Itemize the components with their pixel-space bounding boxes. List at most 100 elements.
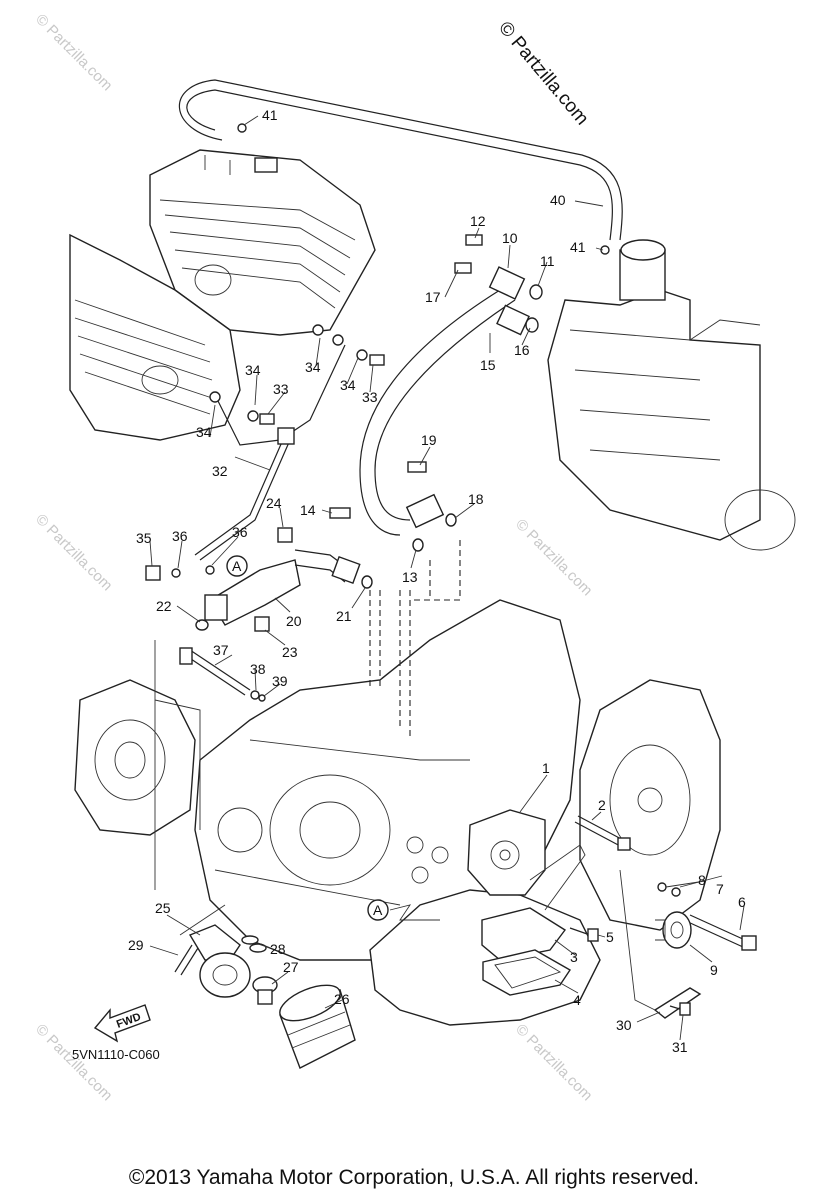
washer-36b (205, 565, 215, 575)
ref-marker-a-bottom: A (367, 899, 389, 921)
callout-34c: 34 (245, 362, 261, 378)
washer-36a (171, 568, 181, 578)
callout-3: 3 (570, 949, 578, 965)
callout-24: 24 (266, 495, 282, 511)
callout-13: 13 (402, 569, 418, 585)
callout-18: 18 (468, 491, 484, 507)
washer-34a (312, 324, 324, 336)
bolt-12 (465, 234, 483, 246)
callout-34d: 34 (196, 424, 212, 440)
plate-30 (653, 987, 702, 1019)
o-ring-11 (529, 284, 543, 300)
ref-marker-a-bottom-label: A (373, 902, 383, 918)
callout-33a: 33 (362, 389, 378, 405)
callout-17: 17 (425, 289, 441, 305)
callout-20: 20 (286, 613, 302, 629)
watermark-1: © Partzilla.com (32, 11, 115, 94)
diagram-code: 5VN1110-C060 (72, 1047, 160, 1062)
o-ring-13 (412, 538, 424, 552)
oil-pipe-32 (194, 344, 346, 561)
right-crankcase-drawing (579, 679, 721, 931)
front-cylinder-drawing (69, 233, 241, 441)
o-ring-21 (361, 575, 373, 589)
callout-11: 11 (540, 253, 555, 269)
filter-housing-25 (188, 924, 251, 998)
o-ring-16 (525, 317, 539, 333)
callout-1: 1 (542, 760, 550, 776)
callout-5: 5 (606, 929, 614, 945)
union-bolt-27 (252, 976, 278, 1005)
washer-34d (209, 391, 221, 403)
callout-labels: 41 40 41 12 10 11 17 15 16 34 34 33 34 3… (128, 107, 746, 1055)
callout-23: 23 (282, 644, 298, 660)
bolt-24 (277, 527, 293, 543)
ref-marker-a-top: A (226, 555, 248, 577)
callout-19: 19 (421, 432, 437, 448)
bolt-6 (687, 914, 757, 951)
o-ring-18 (445, 513, 457, 527)
watermark-3: © Partzilla.com (512, 516, 595, 599)
callout-10: 10 (502, 230, 518, 246)
bolt-2 (574, 815, 631, 851)
bolt-37 (179, 647, 266, 702)
oil-filter-26 (279, 984, 356, 1069)
callout-40: 40 (550, 192, 566, 208)
callout-27: 27 (283, 959, 299, 975)
bolt-29 (174, 944, 199, 976)
left-side-cover-drawing (74, 679, 196, 836)
oil-strainer-3 (481, 844, 586, 961)
bolt-23 (254, 616, 270, 632)
bolt-33b (259, 413, 275, 425)
callout-6: 6 (738, 894, 746, 910)
o-ring-22 (195, 619, 209, 631)
oil-pipe-20 (204, 549, 361, 626)
callout-34a: 34 (305, 359, 321, 375)
callout-8: 8 (698, 872, 706, 888)
callout-28: 28 (270, 941, 286, 957)
bolt-14 (329, 507, 351, 519)
ref-marker-a-top-label: A (232, 558, 242, 574)
callout-36b: 36 (232, 524, 248, 540)
callout-7: 7 (716, 881, 724, 897)
callout-21: 21 (336, 608, 352, 624)
copyright-notice: ©2013 Yamaha Motor Corporation, U.S.A. A… (128, 1166, 700, 1189)
breather-hose-40 (178, 79, 623, 255)
gear-9 (655, 911, 692, 949)
bolt-33a (369, 354, 385, 366)
oil-tank-frame-drawing (547, 239, 796, 551)
callout-39: 39 (272, 673, 288, 689)
callout-33b: 33 (273, 381, 289, 397)
callout-15: 15 (480, 357, 496, 373)
callout-2: 2 (598, 797, 606, 813)
callout-29: 29 (128, 937, 144, 953)
callout-41a: 41 (262, 107, 278, 123)
bolt-17 (454, 262, 472, 274)
cylinder-head-drawing (149, 149, 376, 336)
callout-30: 30 (616, 1017, 632, 1033)
callout-26: 26 (334, 991, 350, 1007)
strainer-cover-4 (482, 949, 571, 996)
watermark-2: © Partzilla.com (32, 511, 115, 594)
bolt-31 (669, 1002, 691, 1016)
callout-14: 14 (300, 502, 316, 518)
oil-pump-1 (467, 809, 546, 896)
washer-34b (332, 334, 344, 346)
callout-34b: 34 (340, 377, 356, 393)
callout-22: 22 (156, 598, 172, 614)
callout-35: 35 (136, 530, 152, 546)
o-ring-28 (241, 935, 267, 953)
washer-34c (356, 349, 368, 361)
callout-9: 9 (710, 962, 718, 978)
fwd-arrow: FWD (93, 1004, 151, 1043)
oil-hose-15 (359, 266, 530, 536)
callout-31: 31 (672, 1039, 688, 1055)
callout-25: 25 (155, 900, 171, 916)
hardware-group (145, 234, 543, 632)
callout-41b: 41 (570, 239, 586, 255)
bolt-35 (145, 565, 161, 581)
assembly-lines (154, 540, 656, 1011)
brand-watermark: © Partzilla.com (494, 18, 592, 130)
callout-16: 16 (514, 342, 530, 358)
callout-36a: 36 (172, 528, 188, 544)
callout-4: 4 (573, 992, 581, 1008)
